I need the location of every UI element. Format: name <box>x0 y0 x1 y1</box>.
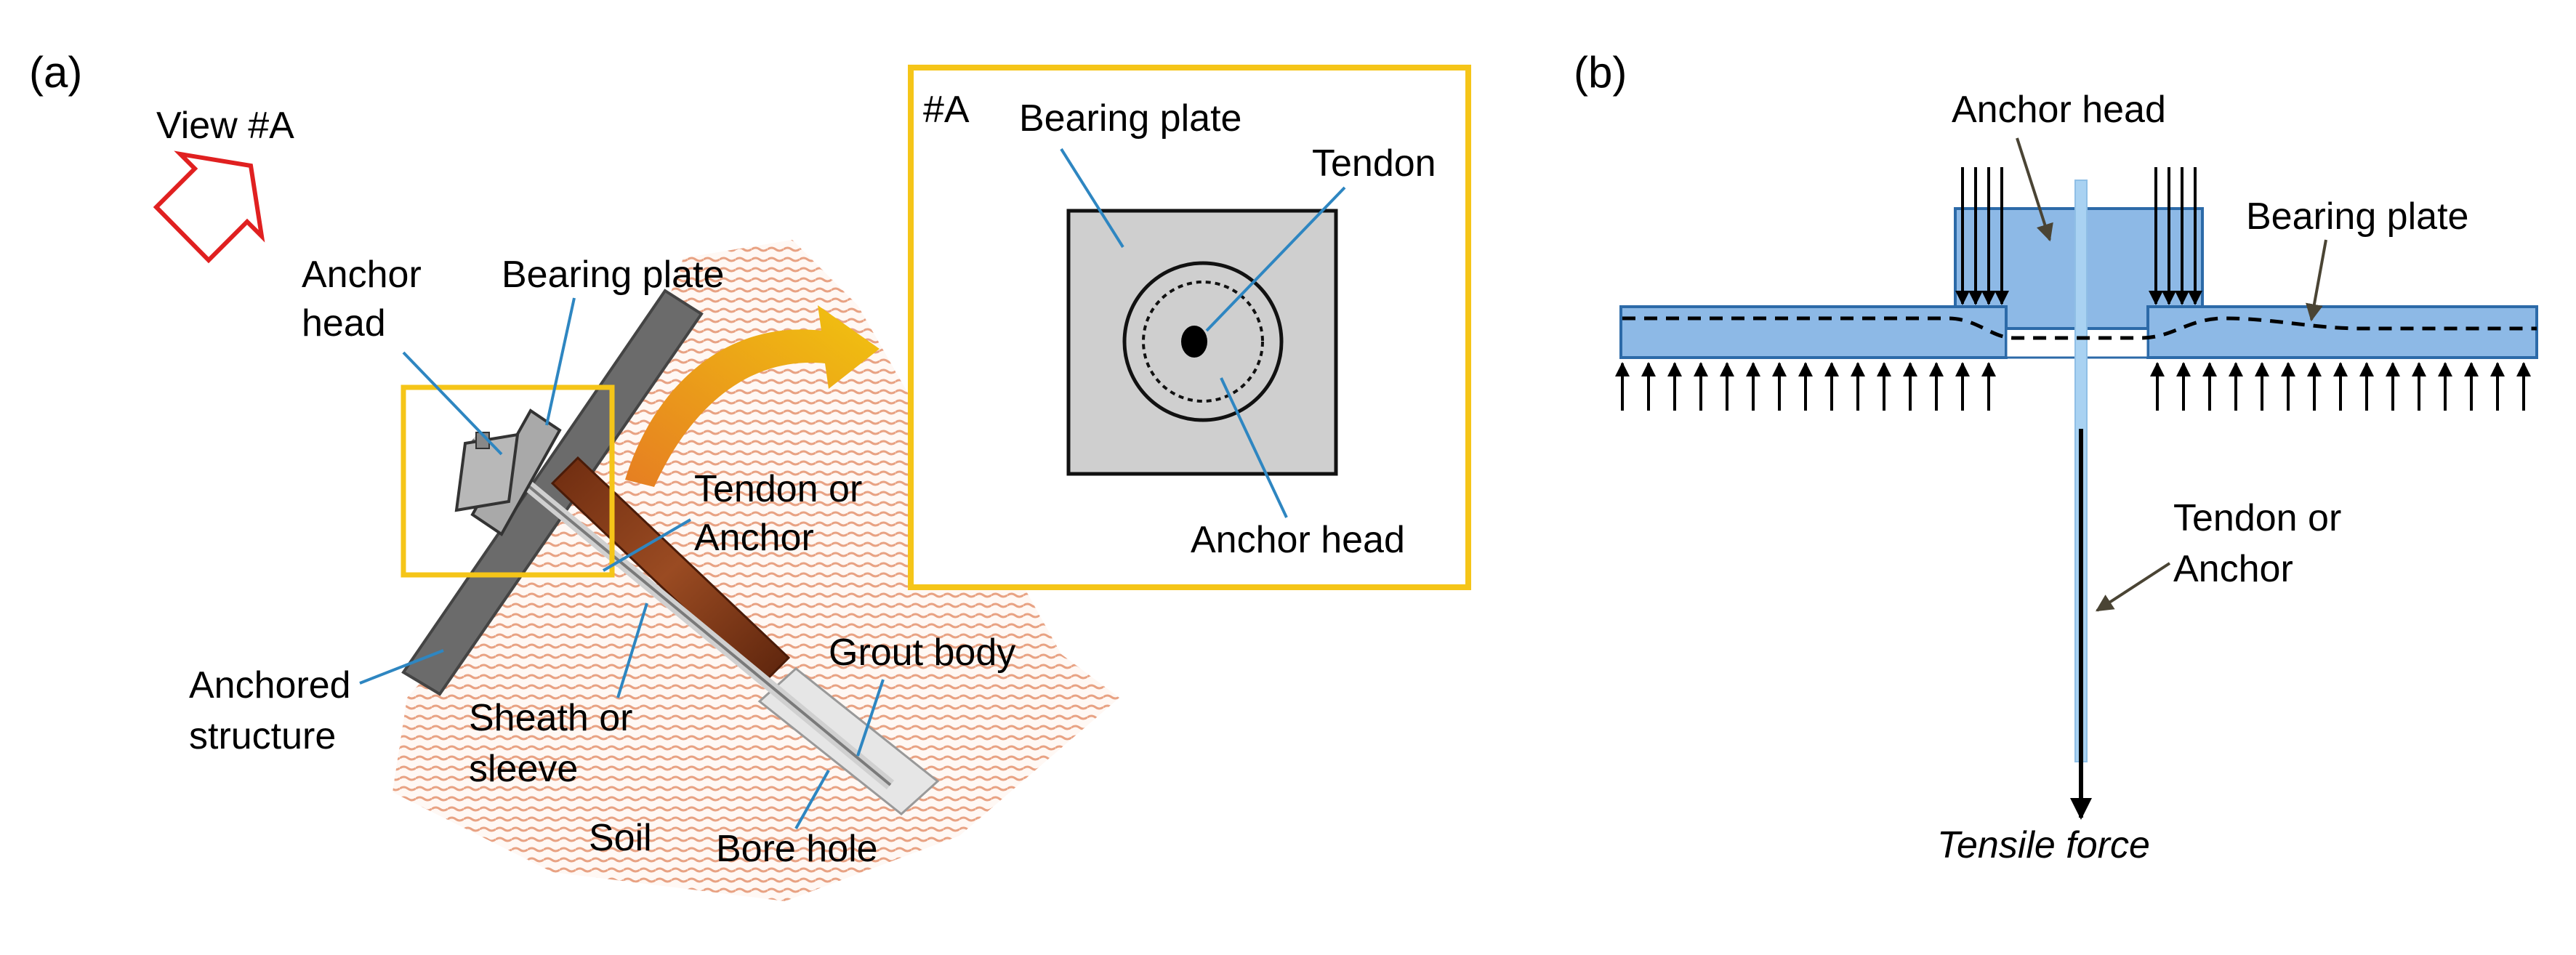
b-tendon-label-1: Tendon or <box>2173 497 2341 539</box>
b-anchor-head-label: Anchor head <box>1952 89 2166 131</box>
bearing-plate-label: Bearing plate <box>502 254 724 296</box>
b-tendon-label-2: Anchor <box>2173 548 2293 590</box>
sheath-leader <box>616 603 648 698</box>
inset-tendon-leader <box>1205 186 1346 332</box>
bore-hole-label: Bore hole <box>716 828 878 870</box>
tensile-force-label: Tensile force <box>1937 824 2150 866</box>
anchor-head-leader <box>402 351 503 456</box>
b-bearing-plate-left <box>1619 305 2008 359</box>
grout-body-label: Grout body <box>829 632 1015 674</box>
anchored-structure-label-1: Anchored <box>189 664 351 706</box>
panel-b-label: (b) <box>1574 48 1627 97</box>
inset-anchor-head-dashed <box>1142 281 1264 403</box>
anchor-head-label-1: Anchor <box>302 254 422 296</box>
view-direction-arrow-icon <box>153 150 265 264</box>
soil-reaction-arrows <box>1615 362 2531 411</box>
anchor-head-label-2: head <box>302 302 386 344</box>
bore-hole-leader <box>794 770 830 829</box>
view-a-label: View #A <box>156 105 294 147</box>
bore-hole <box>757 667 940 815</box>
view-a-highlight-box <box>401 384 615 578</box>
tendon-label-2: Anchor <box>694 517 814 559</box>
anchored-structure-label-2: structure <box>189 715 336 757</box>
b-anchor-head-leader <box>2016 137 2053 242</box>
inset-anchor-head-label: Anchor head <box>1191 519 1405 561</box>
soil-label: Soil <box>589 817 652 859</box>
tendon-label-1: Tendon or <box>694 468 862 510</box>
b-bearing-plate-right <box>2146 305 2538 359</box>
bearing-plate-leader <box>545 297 576 426</box>
b-tendon-leader <box>2095 562 2171 612</box>
b-bearing-plate-label: Bearing plate <box>2246 196 2468 238</box>
anchored-structure-wall <box>401 289 704 696</box>
inset-anchor-head-leader <box>1220 377 1288 518</box>
panel-a-label: (a) <box>29 48 82 97</box>
sheath-label-2: sleeve <box>469 748 578 790</box>
anchored-structure-leader <box>359 649 444 685</box>
inset-tendon <box>1181 326 1207 358</box>
soil-region <box>393 240 1119 901</box>
grout-body-leader <box>856 679 885 757</box>
inset-tag: #A <box>923 89 970 131</box>
sheath-label-1: Sheath or <box>469 697 633 739</box>
tendon-core <box>471 438 892 786</box>
tendon-leader <box>602 518 692 572</box>
b-bearing-plate-leader <box>2306 239 2327 322</box>
inset-bearing-plate-label: Bearing plate <box>1019 97 1241 140</box>
curved-transition-arrow <box>625 305 880 487</box>
anchor-head-pressure-arrows <box>1955 167 2202 305</box>
inset-bearing-plate-leader <box>1060 148 1124 249</box>
inset-tendon-label: Tendon <box>1312 142 1436 185</box>
deflection-line <box>1622 316 2537 340</box>
